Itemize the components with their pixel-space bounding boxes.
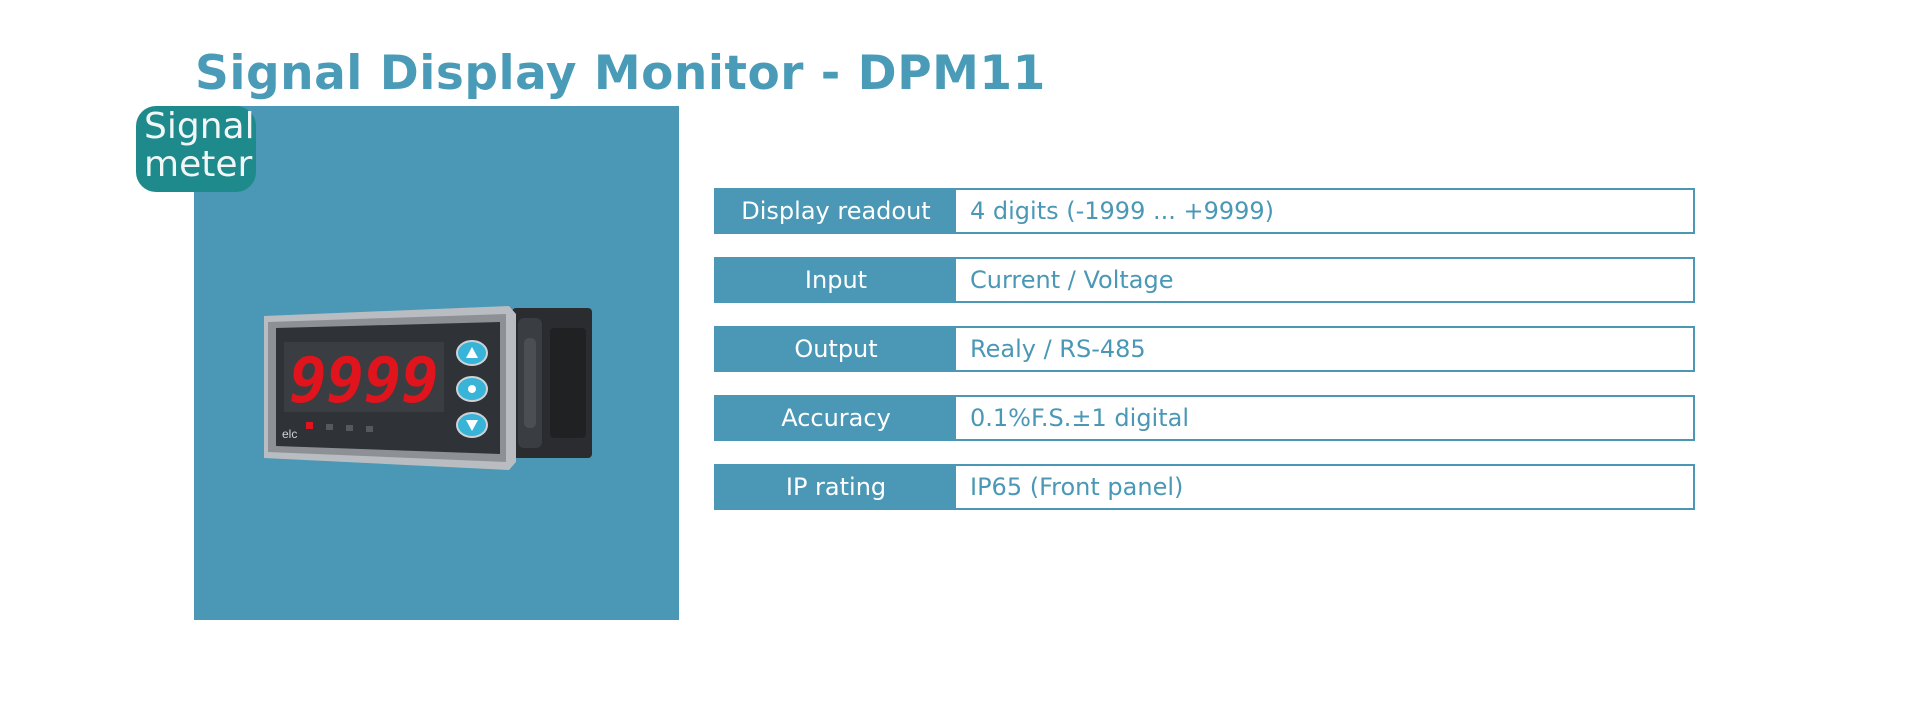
brand-logo: elc (282, 427, 297, 441)
spec-label: Display readout (716, 190, 956, 232)
spec-label: IP rating (716, 466, 956, 508)
product-card[interactable]: 9999 elc >> More DPM11 Details (194, 106, 679, 706)
category-badge: Signal meter (136, 106, 256, 192)
dpm11-meter-image: 9999 elc (264, 306, 592, 470)
spec-value: IP65 (Front panel) (970, 473, 1184, 501)
spec-row-accuracy: Accuracy 0.1%F.S.±1 digital (714, 395, 1695, 441)
display-digits: 9999 (289, 344, 438, 417)
spec-value: Current / Voltage (970, 266, 1174, 294)
spec-row-display-readout: Display readout 4 digits (-1999 ... +999… (714, 188, 1695, 234)
badge-line-2: meter (144, 144, 253, 185)
page-title: Signal Display Monitor - DPM11 (195, 46, 1046, 101)
spec-row-output: Output Realy / RS-485 (714, 326, 1695, 372)
spec-label: Output (716, 328, 956, 370)
spec-table: Display readout 4 digits (-1999 ... +999… (714, 188, 1695, 533)
spec-value: 0.1%F.S.±1 digital (970, 404, 1190, 432)
spec-row-input: Input Current / Voltage (714, 257, 1695, 303)
more-details-link[interactable]: >> More DPM11 Details (225, 666, 648, 706)
spec-value: 4 digits (-1999 ... +9999) (970, 197, 1275, 225)
spec-label: Accuracy (716, 397, 956, 439)
spec-label: Input (716, 259, 956, 301)
badge-line-1: Signal (144, 106, 255, 147)
spec-row-ip-rating: IP rating IP65 (Front panel) (714, 464, 1695, 510)
spec-value: Realy / RS-485 (970, 335, 1146, 363)
